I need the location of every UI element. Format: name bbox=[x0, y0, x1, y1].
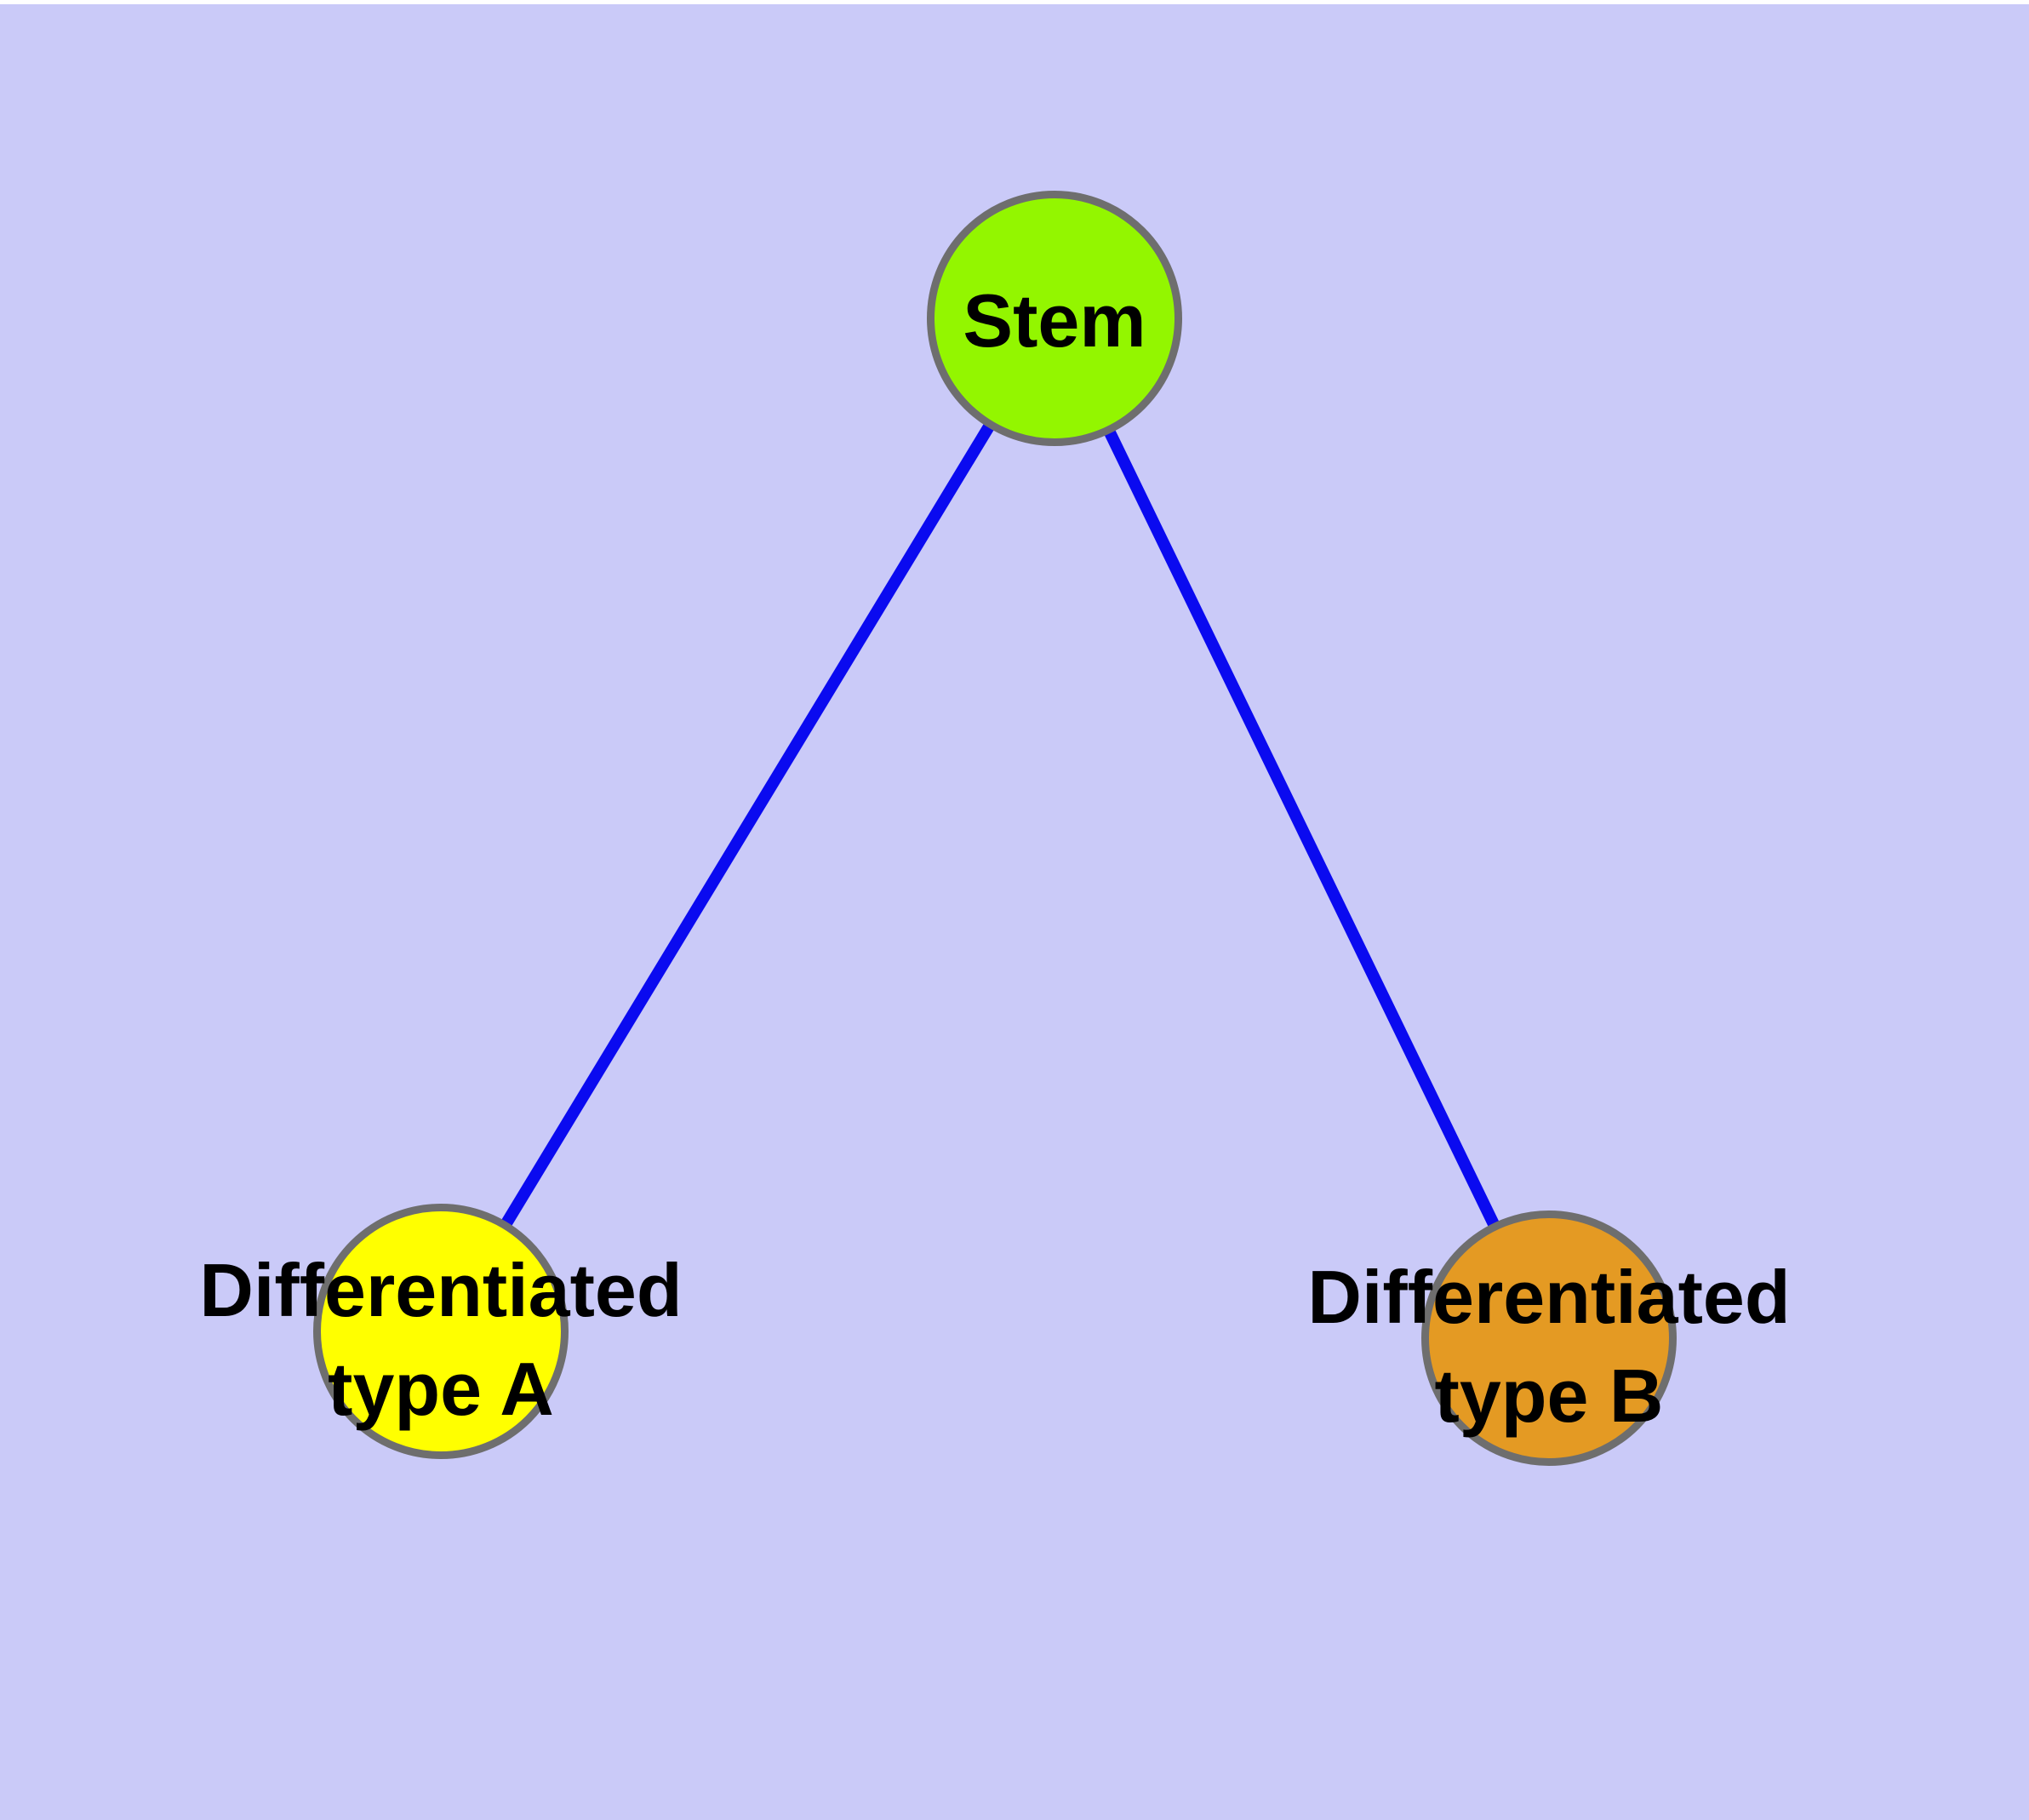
node-differentiated-type-b: Differentiated type B bbox=[1307, 1210, 1791, 1466]
node-stem-label: Stem bbox=[963, 272, 1146, 370]
edge-stem-to-type-a bbox=[436, 315, 1060, 1335]
node-type-a-label: Differentiated type A bbox=[199, 1241, 682, 1439]
top-margin bbox=[0, 0, 2029, 4]
node-differentiated-type-a: Differentiated type A bbox=[199, 1204, 683, 1459]
node-stem-label-text: Stem bbox=[963, 278, 1146, 363]
edge-stem-to-type-b bbox=[1049, 315, 1555, 1342]
node-type-b-label: Differentiated type B bbox=[1307, 1248, 1790, 1445]
node-stem: Stem bbox=[927, 191, 1182, 446]
node-type-a-label-line-1: Differentiated bbox=[199, 1248, 683, 1332]
node-type-b-label-line-1: Differentiated bbox=[1307, 1255, 1791, 1339]
node-type-b-label-line-2: type B bbox=[1434, 1354, 1664, 1438]
node-type-a-label-line-2: type A bbox=[328, 1347, 554, 1431]
